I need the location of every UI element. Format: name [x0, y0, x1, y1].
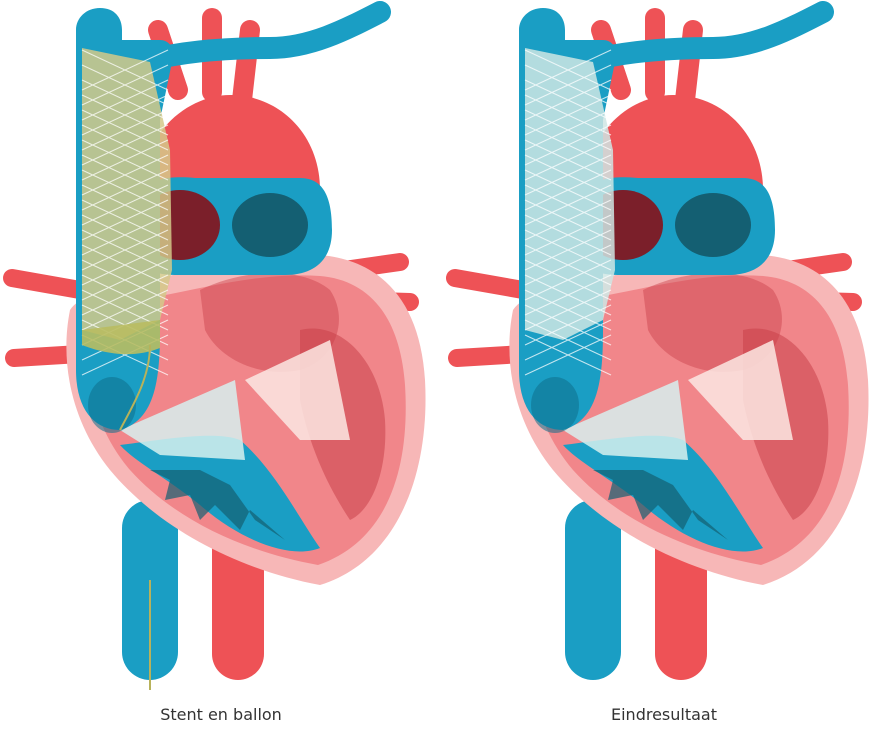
pulmonary-vein [12, 278, 80, 290]
panel-stent-balloon: Stent en ballon [0, 0, 442, 733]
pulmonary-vein [455, 278, 523, 290]
heart-illustration [455, 8, 869, 680]
pulmonary-opening [232, 193, 308, 257]
heart-illustration [12, 8, 426, 690]
inferior-vena-cava [565, 500, 621, 680]
panel-final-result: Eindresultaat [443, 0, 885, 733]
brachiocephalic-vein [593, 12, 823, 60]
brachiocephalic-vein [150, 12, 380, 60]
pulmonary-opening [675, 193, 751, 257]
right-atrium-shadow [531, 377, 579, 433]
caption-final-result: Eindresultaat [443, 705, 885, 724]
caption-stent-balloon: Stent en ballon [0, 705, 442, 724]
heart-diagram-final-result [443, 0, 885, 700]
right-atrium-shadow [88, 377, 136, 433]
heart-diagram-stent-balloon [0, 0, 442, 700]
